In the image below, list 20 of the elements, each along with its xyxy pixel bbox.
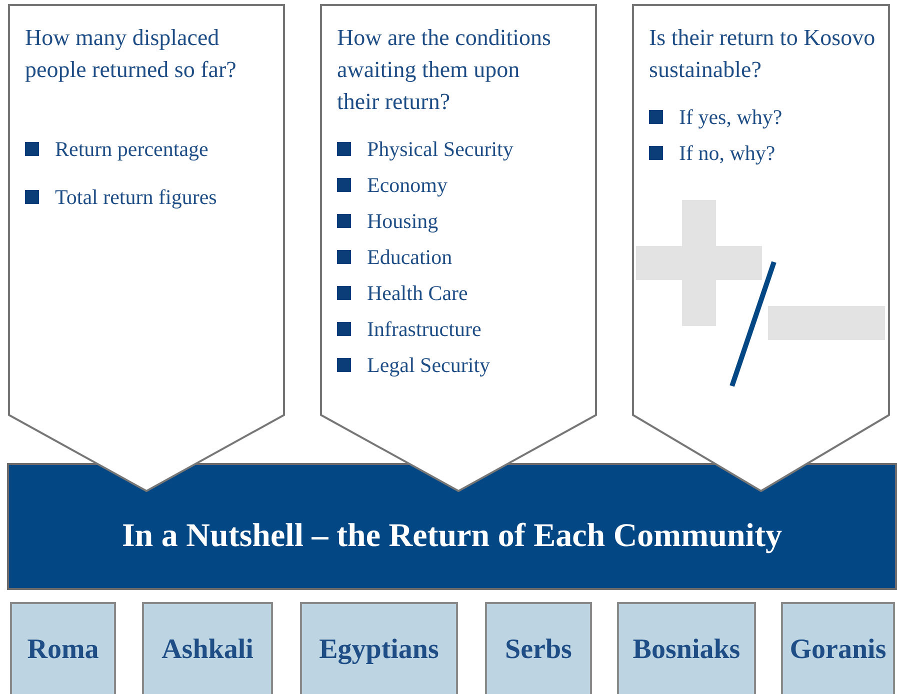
community-name: Egyptians [319, 634, 439, 667]
community-card [10, 602, 116, 694]
pentagon-card [320, 4, 597, 492]
question-text: How many displaced people returned so far? [25, 24, 238, 84]
pentagon-card [8, 4, 285, 492]
community-name: Ashkali [162, 634, 254, 667]
pentagon-card [632, 4, 890, 492]
community-card [617, 602, 756, 694]
question-text: How are the conditions awaiting them upon their return? [337, 24, 552, 116]
community-card [485, 602, 592, 694]
banner [7, 463, 897, 590]
community-name: Serbs [505, 634, 572, 667]
banner-title: In a Nutshell – the Return of Each Community [122, 518, 782, 555]
community-name: Bosniaks [632, 634, 740, 667]
community-card [142, 602, 273, 694]
question-text: Is their return to Kosovo sustainable? [649, 24, 876, 84]
community-name: Roma [27, 634, 99, 667]
community-card [300, 602, 458, 694]
community-card [781, 602, 895, 694]
community-name: Goranis [790, 634, 886, 667]
